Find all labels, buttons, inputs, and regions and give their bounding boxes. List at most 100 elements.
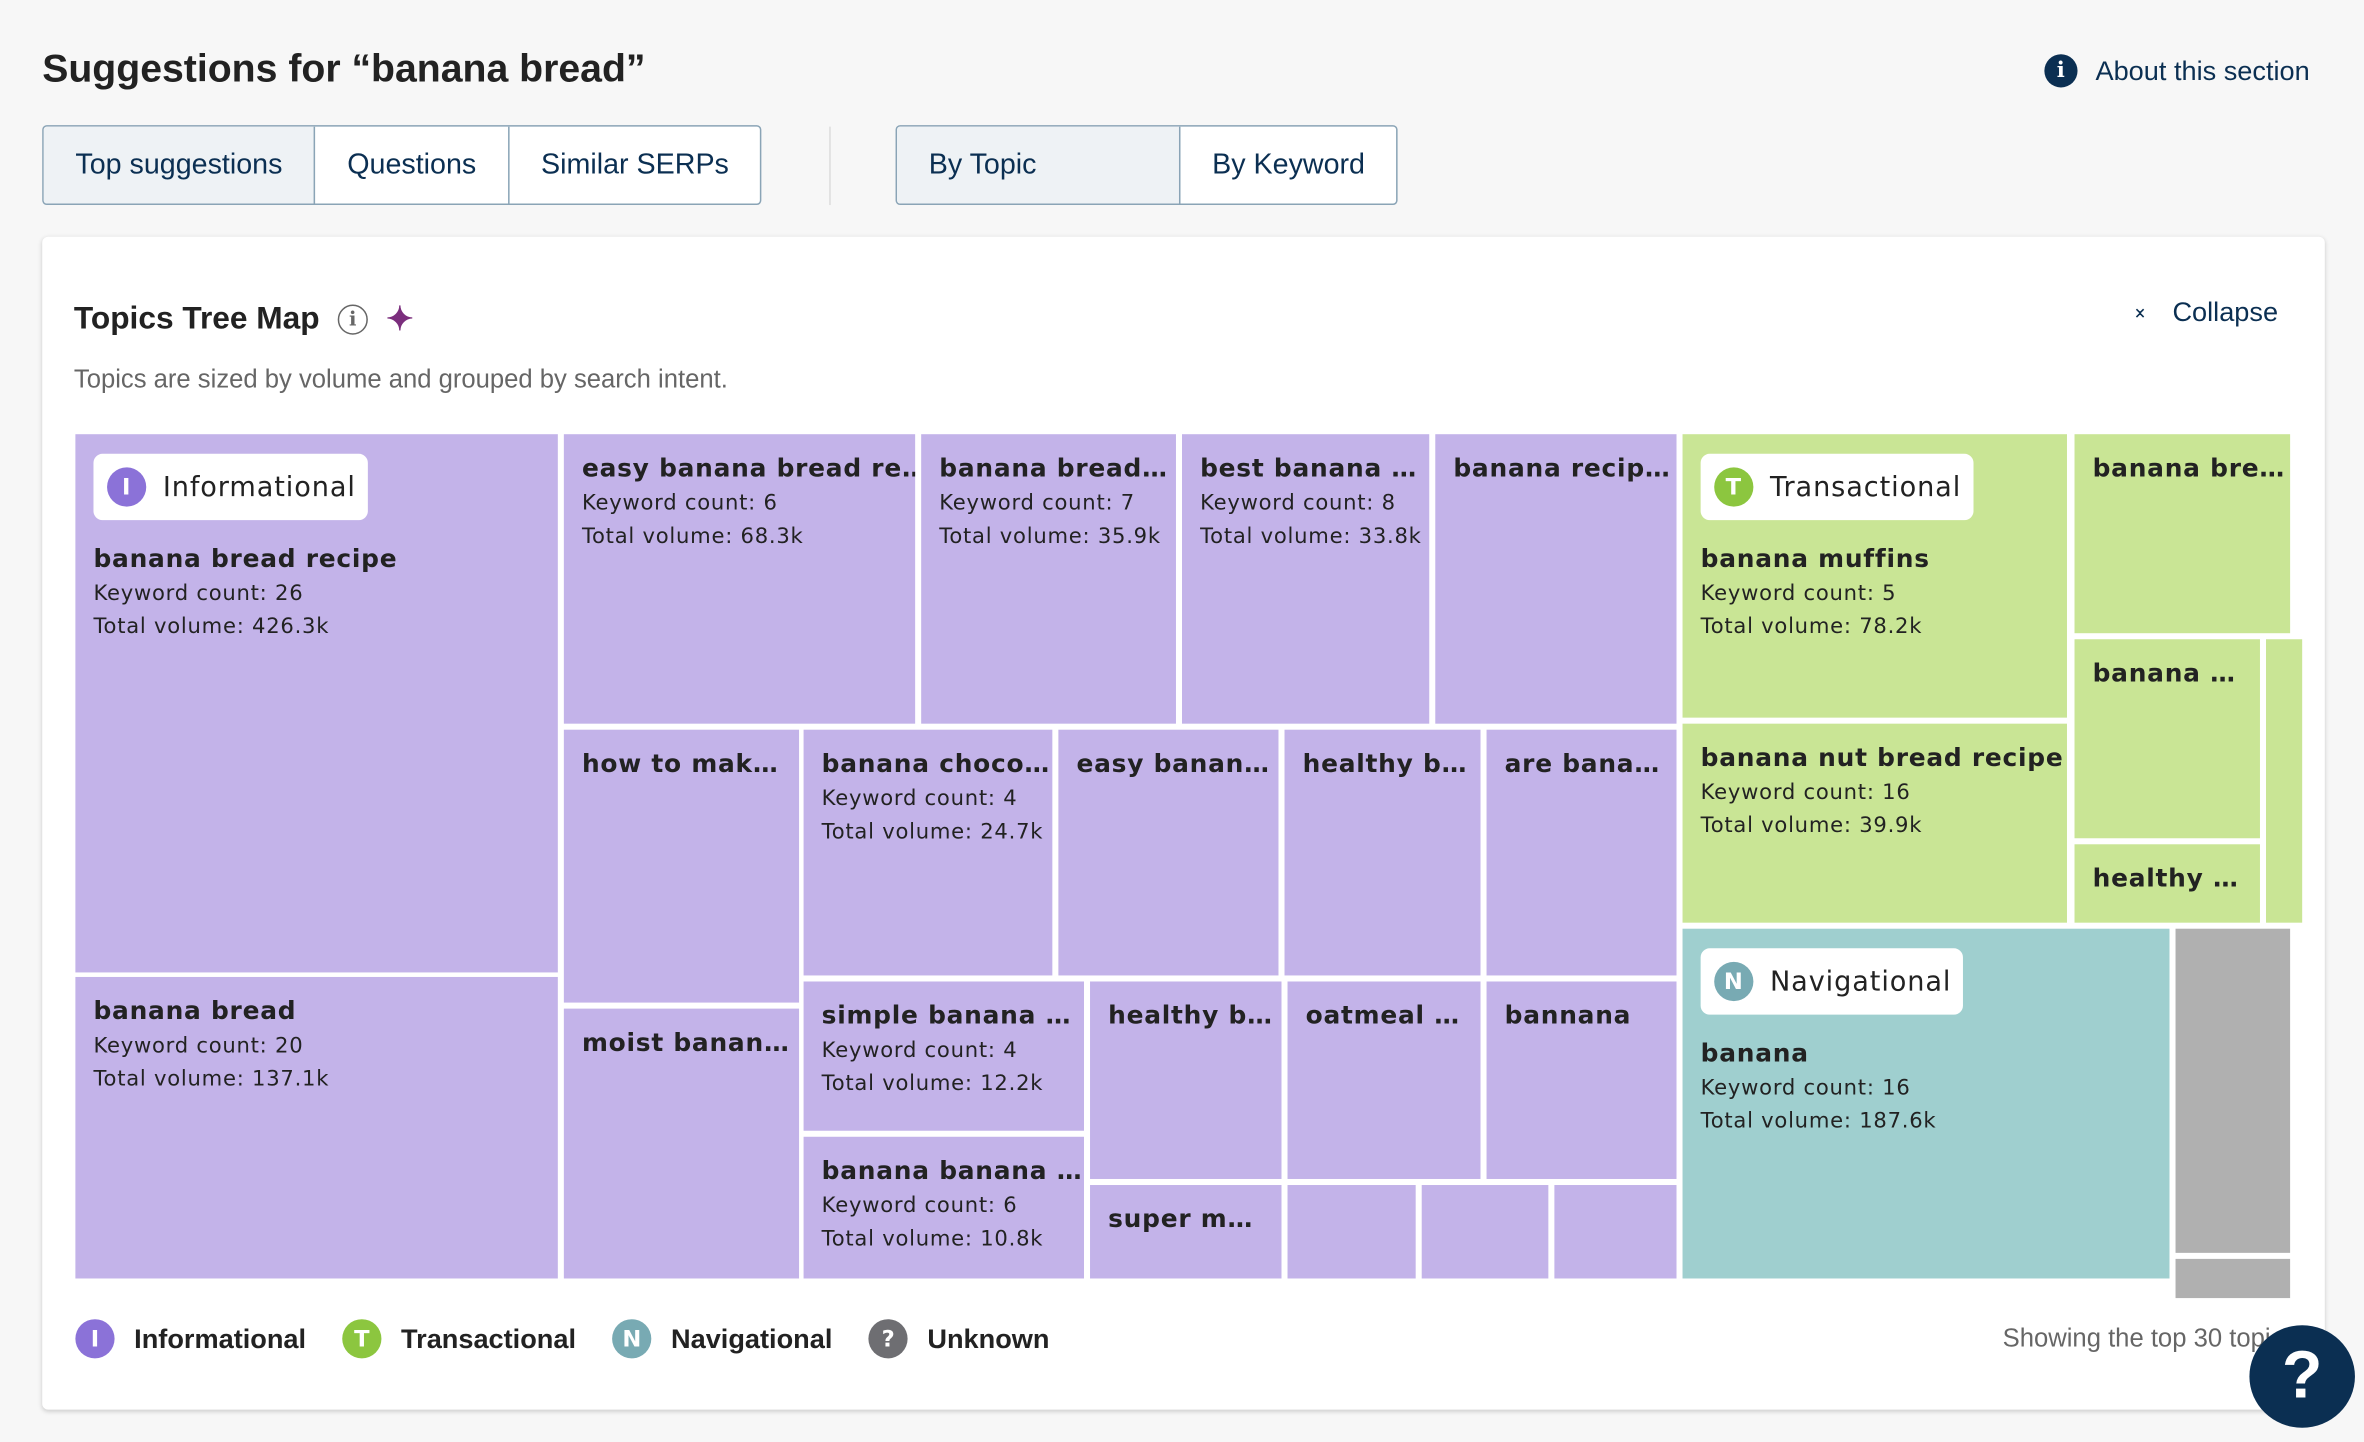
transactional-intent-icon: T <box>342 1319 382 1359</box>
keyword-count: Keyword count: 16 <box>1700 780 1911 806</box>
total-volume: Total volume: 35.9k <box>939 524 1161 549</box>
keyword-count: Keyword count: 5 <box>1700 581 1897 607</box>
info-circle-icon[interactable]: i <box>337 304 368 335</box>
help-button[interactable]: ? <box>2249 1325 2355 1428</box>
about-label: About this section <box>2095 55 2310 86</box>
legend-item-unknown: ? Unknown <box>868 1319 1050 1359</box>
toggle-by-keyword[interactable]: By Keyword <box>1212 148 1365 181</box>
toggle-by-topic[interactable]: By Topic <box>897 126 1181 204</box>
treemap-cell-informational[interactable]: healthy b… <box>1284 729 1481 976</box>
treemap-cell-informational[interactable] <box>1554 1185 1677 1279</box>
card-title: Topics Tree Map i ✦ <box>74 300 414 339</box>
treemap-cell-unknown[interactable] <box>2175 1258 2291 1299</box>
suggestion-tabs: Top suggestions Questions Similar SERPs <box>42 125 763 206</box>
informational-intent-icon: I <box>75 1319 115 1359</box>
total-volume: Total volume: 426.3k <box>93 615 330 640</box>
view-toggle: By Topic By Keyword <box>895 125 1399 206</box>
total-volume: Total volume: 137.1k <box>93 1067 330 1092</box>
collapse-label: Collapse <box>2172 297 2279 328</box>
treemap-cell-informational[interactable]: super m… <box>1090 1185 1282 1279</box>
about-section-link[interactable]: i About this section <box>2044 54 2310 88</box>
total-volume: Total volume: 78.2k <box>1700 615 1923 640</box>
keyword-count: Keyword count: 16 <box>1700 1076 1911 1101</box>
intent-badge-label: Navigational <box>1769 965 1952 998</box>
topic-name: banana choco… <box>821 749 1050 778</box>
topic-name: banana … <box>2092 658 2236 688</box>
keyword-count: Keyword count: 6 <box>821 1194 1018 1219</box>
topic-name: banana bread recipe <box>93 544 398 573</box>
topic-name: banana recip… <box>1453 453 1671 483</box>
treemap-cell-informational[interactable]: oatmeal … <box>1287 981 1481 1179</box>
topic-name: oatmeal … <box>1305 1001 1460 1030</box>
showing-count-text: Showing the top 30 topi <box>2002 1323 2271 1353</box>
total-volume: Total volume: 39.9k <box>1700 814 1923 839</box>
topic-name: banana <box>1700 1038 1809 1068</box>
treemap-cell-informational[interactable]: easy banan… <box>1058 729 1279 976</box>
treemap-cell-informational[interactable]: are bana… <box>1486 729 1677 976</box>
topic-name: banana bread… <box>939 453 1168 483</box>
treemap-cell-transactional[interactable]: banana bre… <box>2074 434 2291 634</box>
topic-name: banana bread <box>93 996 297 1026</box>
legend-label: Unknown <box>927 1322 1050 1354</box>
keyword-count: Keyword count: 8 <box>1200 491 1396 516</box>
informational-intent-icon: I <box>107 467 147 507</box>
keyword-count: Keyword count: 26 <box>93 581 304 607</box>
transactional-intent-icon: T <box>1714 467 1754 507</box>
navigational-intent-icon: N <box>1714 961 1754 1002</box>
topic-name: healthy … <box>2092 863 2239 893</box>
treemap-cell-informational[interactable]: banana recip… <box>1435 434 1677 724</box>
topic-name: moist banan… <box>581 1028 790 1057</box>
tab-questions[interactable]: Questions <box>316 126 510 204</box>
topic-name: banana bre… <box>2092 453 2285 483</box>
treemap-cell-unknown[interactable] <box>2175 928 2291 1253</box>
topic-name: how to mak… <box>581 749 779 778</box>
intent-badge-label: Transactional <box>1769 471 1962 503</box>
treemap-cell-transactional[interactable] <box>2265 639 2303 923</box>
info-icon: i <box>2044 54 2078 88</box>
keyword-count: Keyword count: 20 <box>93 1034 304 1059</box>
topic-name: easy banana bread re… <box>581 453 916 483</box>
treemap-cell-informational[interactable]: healthy b… <box>1090 981 1282 1179</box>
treemap-cell-informational[interactable]: how to mak… <box>563 729 800 1003</box>
topic-name: simple banana … <box>821 1001 1072 1030</box>
tab-similar-serps[interactable]: Similar SERPs <box>541 148 729 181</box>
topic-name: banana nut bread recipe <box>1700 743 2064 772</box>
treemap-cell-transactional[interactable]: healthy … <box>2074 844 2260 923</box>
topic-name: banana muffins <box>1700 544 1930 573</box>
treemap-cell-transactional[interactable]: banana … <box>2074 639 2260 839</box>
total-volume: Total volume: 24.7k <box>821 820 1044 845</box>
keyword-count: Keyword count: 4 <box>821 786 1018 812</box>
treemap-cell-informational[interactable] <box>1287 1185 1416 1279</box>
collapse-button[interactable]: ⌄⌃ Collapse <box>2131 294 2279 331</box>
treemap-cell-informational[interactable]: banana banana … Keyword count: 6 Total vol… <box>803 1136 1085 1279</box>
tab-top-suggestions[interactable]: Top suggestions <box>43 126 316 204</box>
collapse-icon: ⌄⌃ <box>2131 294 2149 331</box>
treemap-cell-informational[interactable]: banana choco… Keyword count: 4 Total volum… <box>803 729 1053 976</box>
topic-name: bannana <box>1504 1001 1632 1030</box>
treemap-cell-informational[interactable]: moist banan… <box>563 1008 800 1279</box>
unknown-intent-icon: ? <box>868 1319 908 1359</box>
topic-name: banana banana … <box>821 1156 1083 1186</box>
keyword-count: Keyword count: 4 <box>821 1038 1018 1063</box>
page-title: Suggestions for “banana bread” <box>42 45 646 91</box>
treemap-cell-informational[interactable] <box>1421 1185 1549 1279</box>
treemap-cell-informational[interactable]: bannana <box>1486 981 1677 1179</box>
total-volume: Total volume: 10.8k <box>821 1227 1044 1252</box>
intent-badge: N Navigational <box>1700 948 1964 1015</box>
